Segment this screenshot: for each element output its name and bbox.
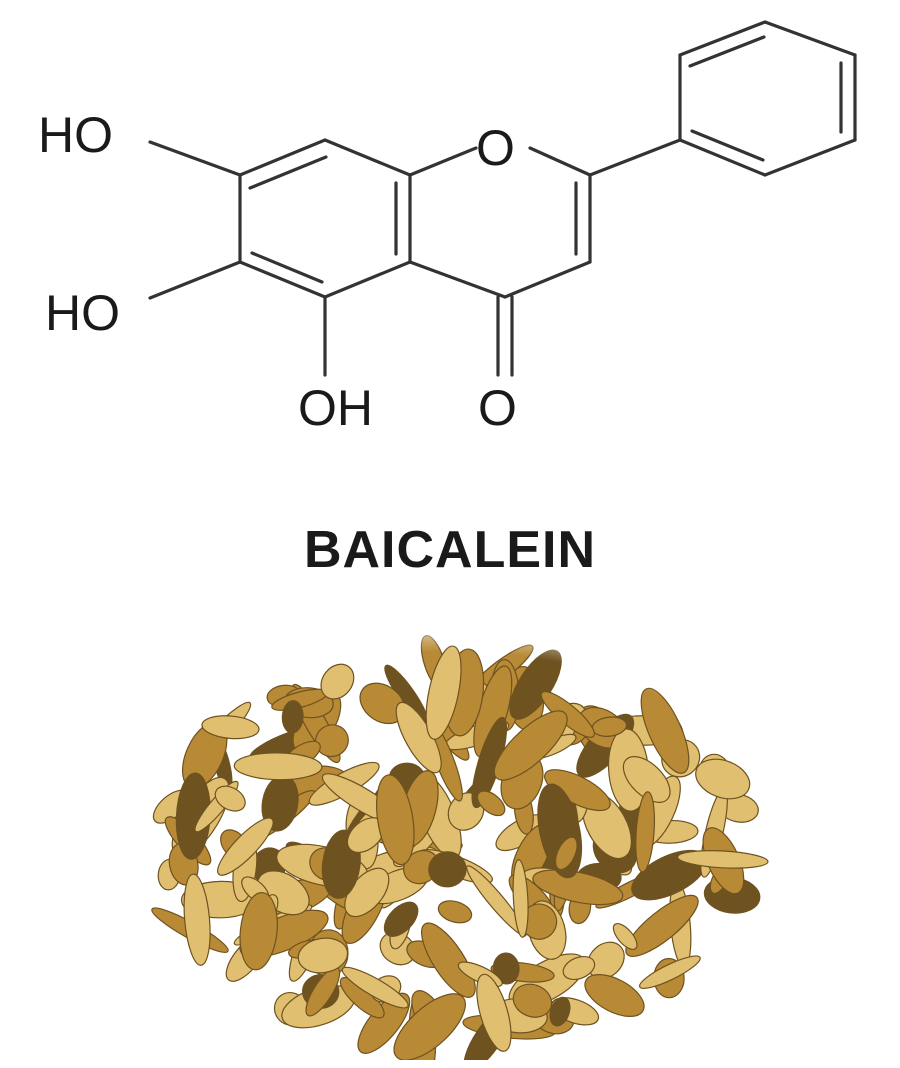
oh-bond-top <box>148 140 242 177</box>
ho-top-label: HO <box>38 107 113 163</box>
carbonyl-bond <box>496 295 514 377</box>
baicalein-structure: HO HO OH O O <box>38 20 857 436</box>
oh-bottom-label: OH <box>298 380 373 436</box>
compound-name: BAICALEIN <box>303 521 597 579</box>
carbonyl-oxygen-label: O <box>478 380 517 436</box>
ring-c <box>408 146 592 299</box>
ring-a <box>238 138 412 299</box>
ho-mid-label: HO <box>45 285 120 341</box>
oh-bond-mid <box>148 260 242 300</box>
ring-b <box>588 20 857 177</box>
dried-root-slices-icon <box>100 620 800 1060</box>
ring-oxygen-label: O <box>476 120 515 176</box>
